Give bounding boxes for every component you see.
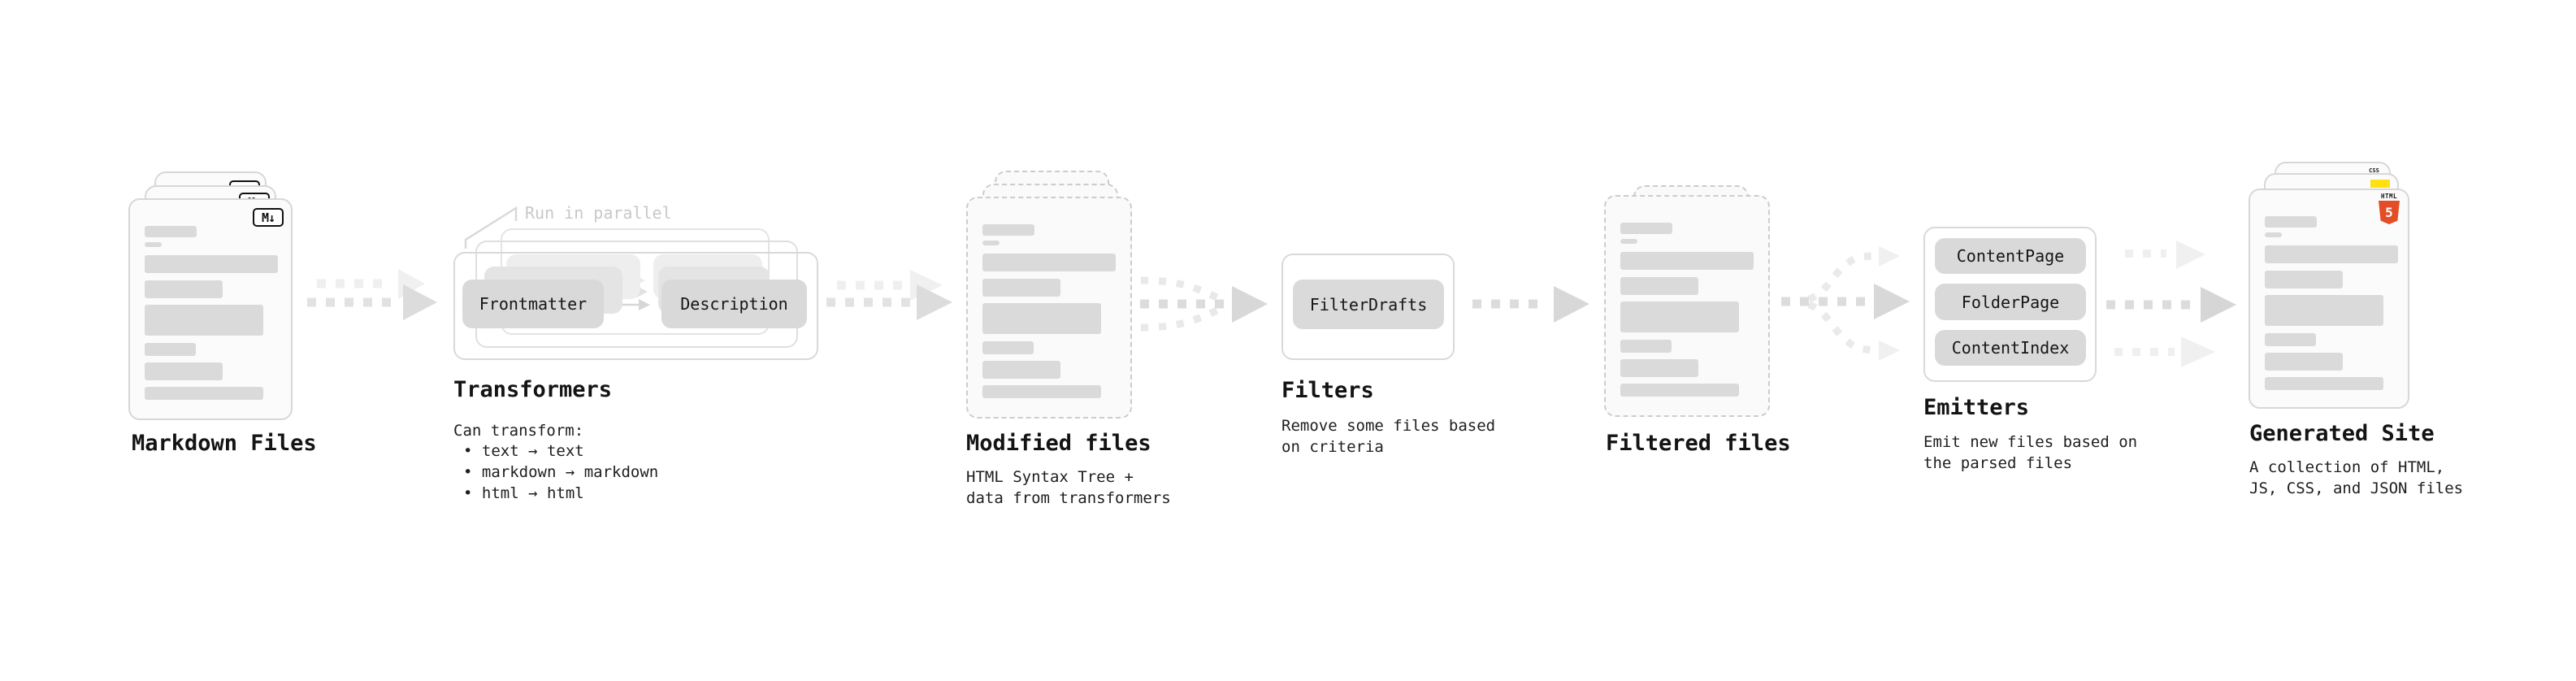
placeholder-text-bar xyxy=(2265,333,2316,346)
placeholder-text-bar xyxy=(982,241,1000,245)
placeholder-text-bar xyxy=(1620,223,1672,234)
filters-sub: Remove some files based xyxy=(1281,417,1496,435)
generated-site-sub: JS, CSS, and JSON files xyxy=(2249,479,2464,497)
generated-site-label: Generated Site xyxy=(2249,421,2435,446)
placeholder-text-bar xyxy=(2265,232,2282,237)
placeholder-text-bar xyxy=(1620,252,1754,270)
modified-files-sub: HTML Syntax Tree + xyxy=(966,468,1134,486)
transformers-note-title: Can transform: xyxy=(453,422,584,440)
placeholder-text-bar xyxy=(145,280,223,298)
javascript-icon xyxy=(2370,180,2390,188)
html5-icon: HTML 5 xyxy=(2375,193,2403,224)
arrow-filtered-to-emitters-split xyxy=(1781,246,1910,361)
placeholder-text-bar xyxy=(982,254,1116,271)
placeholder-text-bar xyxy=(1620,384,1739,397)
arrow-modified-to-filters-merge xyxy=(1140,276,1268,332)
transformers-label: Transformers xyxy=(453,377,613,402)
arrow-transformers-to-modified xyxy=(826,270,952,320)
placeholder-text-bar xyxy=(982,361,1060,379)
placeholder-text-bar xyxy=(982,279,1060,297)
markdown-file-card-front: M↓ xyxy=(128,198,293,420)
arrow-filters-to-filtered xyxy=(1472,286,1589,323)
placeholder-text-bar xyxy=(145,305,263,336)
frontmatter-pill: Frontmatter xyxy=(462,280,604,328)
placeholder-text-bar xyxy=(1620,340,1672,353)
placeholder-text-bar xyxy=(2265,216,2317,228)
placeholder-text-bar xyxy=(145,343,196,356)
filtered-files-label: Filtered files xyxy=(1606,431,1791,456)
emitters-sub: the parsed files xyxy=(1923,454,2073,472)
modified-files-label: Modified files xyxy=(966,431,1151,456)
placeholder-text-bar xyxy=(982,224,1034,236)
filtered-file-card-front xyxy=(1604,195,1770,417)
transformers-bullet: • html → html xyxy=(463,484,584,502)
placeholder-text-bar xyxy=(145,362,223,380)
description-pill: Description xyxy=(661,280,807,328)
transformer-container-front xyxy=(453,252,818,360)
placeholder-text-bar xyxy=(982,303,1101,334)
placeholder-text-bar xyxy=(2265,353,2343,371)
placeholder-text-bar xyxy=(2265,295,2383,326)
placeholder-text-bar xyxy=(145,226,197,237)
filterdrafts-pill: FilterDrafts xyxy=(1293,280,1444,329)
placeholder-text-bar xyxy=(1620,301,1739,332)
placeholder-text-bar xyxy=(2265,271,2343,288)
placeholder-text-bar xyxy=(145,387,263,400)
folderpage-pill: FolderPage xyxy=(1935,284,2086,320)
transformers-bullet: • text → text xyxy=(463,442,584,460)
placeholder-text-bar xyxy=(145,242,162,247)
emitters-label: Emitters xyxy=(1923,395,2030,420)
placeholder-text-bar xyxy=(1620,239,1637,244)
modified-file-card-front xyxy=(966,197,1132,419)
run-in-parallel-annotation: Run in parallel xyxy=(525,203,672,223)
modified-files-sub: data from transformers xyxy=(966,489,1171,507)
placeholder-text-bar xyxy=(145,255,278,273)
placeholder-text-bar xyxy=(982,341,1034,354)
generated-site-sub: A collection of HTML, xyxy=(2249,458,2445,476)
contentindex-pill: ContentIndex xyxy=(1935,330,2086,366)
arrow-markdown-to-transformers xyxy=(307,269,437,320)
placeholder-text-bar xyxy=(2265,245,2398,263)
filters-sub: on criteria xyxy=(1281,438,1384,456)
arrow-emitters-to-generated xyxy=(2106,241,2236,367)
contentpage-pill: ContentPage xyxy=(1935,238,2086,274)
markdown-icon: M↓ xyxy=(253,208,284,227)
transformers-bullet: • markdown → markdown xyxy=(463,463,659,481)
placeholder-text-bar xyxy=(982,385,1101,398)
placeholder-text-bar xyxy=(1620,277,1698,295)
placeholder-text-bar xyxy=(1620,359,1698,377)
placeholder-text-bar xyxy=(2265,377,2383,390)
emitters-sub: Emit new files based on xyxy=(1923,433,2138,451)
markdown-files-label: Markdown Files xyxy=(132,431,317,456)
filters-label: Filters xyxy=(1281,378,1374,403)
generated-site-card-front: HTML 5 xyxy=(2249,189,2409,409)
